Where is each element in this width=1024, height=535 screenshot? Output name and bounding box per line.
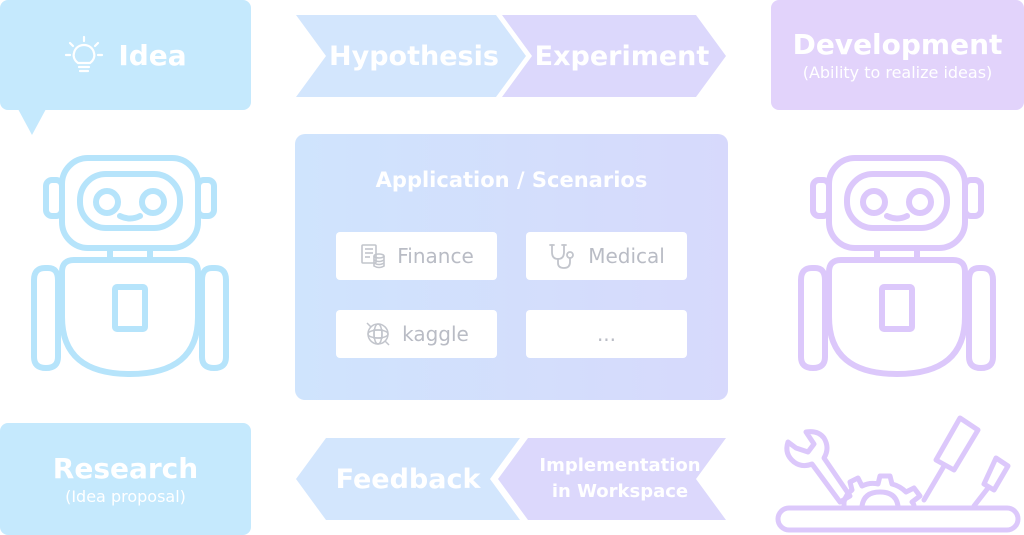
research-subtitle: (Idea proposal) [65, 487, 186, 506]
finance-icon [361, 244, 386, 269]
scenario-label: Medical [588, 244, 665, 268]
research-box: Research (Idea proposal) [0, 423, 251, 535]
research-title: Research [52, 452, 199, 485]
development-title: Development [792, 28, 1003, 61]
top-chevrons [296, 15, 726, 97]
idea-box: Idea [0, 0, 251, 110]
development-box: Development (Ability to realize ideas) [771, 0, 1024, 110]
experiment-label: Experiment [534, 40, 710, 72]
lightbulb-icon [65, 35, 104, 73]
hypothesis-label: Hypothesis [329, 40, 499, 72]
kaggle-icon [366, 322, 390, 346]
robot-icon-development [798, 155, 996, 377]
robot-icon-research [31, 155, 229, 377]
scenario-label: Finance [397, 244, 474, 268]
hypothesis-chevron [296, 15, 526, 97]
scenario-finance[interactable]: Finance [336, 232, 497, 280]
implementation-line1: Implementation [539, 455, 701, 476]
feedback-label: Feedback [335, 463, 481, 495]
tools-icon [775, 415, 1021, 533]
scenario-more[interactable]: ... [526, 310, 687, 358]
development-subtitle: (Ability to realize ideas) [802, 63, 993, 82]
feedback-chevron [296, 438, 520, 520]
implementation-line2: in Workspace [551, 481, 689, 502]
scenario-kaggle[interactable]: kaggle [336, 310, 497, 358]
implementation-label: Implementation in Workspace [528, 438, 712, 520]
bottom-chevrons [296, 438, 726, 520]
scenario-label: ... [596, 322, 617, 346]
application-title: Application / Scenarios [375, 168, 648, 192]
experiment-chevron [502, 15, 726, 97]
implementation-chevron [498, 438, 726, 520]
scenario-medical[interactable]: Medical [526, 232, 687, 280]
scenario-label: kaggle [402, 322, 469, 346]
idea-label: Idea [118, 38, 187, 72]
stethoscope-icon [549, 244, 575, 269]
idea-bubble-tail [18, 109, 46, 135]
